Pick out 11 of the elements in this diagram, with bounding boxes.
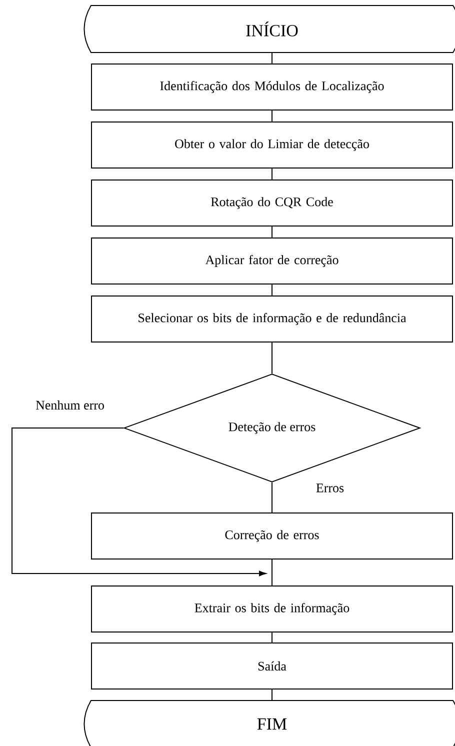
process-box: Obter o valor do Limiar de detecção [91, 122, 453, 168]
edge-label: Erros [314, 482, 346, 494]
process-box: Aplicar fator de correção [91, 238, 453, 284]
process-box: Saída [91, 642, 453, 690]
process-box: Extrair os bits de informação [91, 586, 453, 632]
arrow [12, 428, 266, 576]
process-box: Rotação do CQR Code [91, 180, 453, 226]
process-box: Correção de erros [91, 512, 453, 560]
process-box: Identificação dos Módulos de Localização [91, 64, 453, 110]
edge-label: Nenhum erro [34, 399, 106, 411]
process-box: Selecionar os bits de informação e de redundância [91, 296, 453, 342]
